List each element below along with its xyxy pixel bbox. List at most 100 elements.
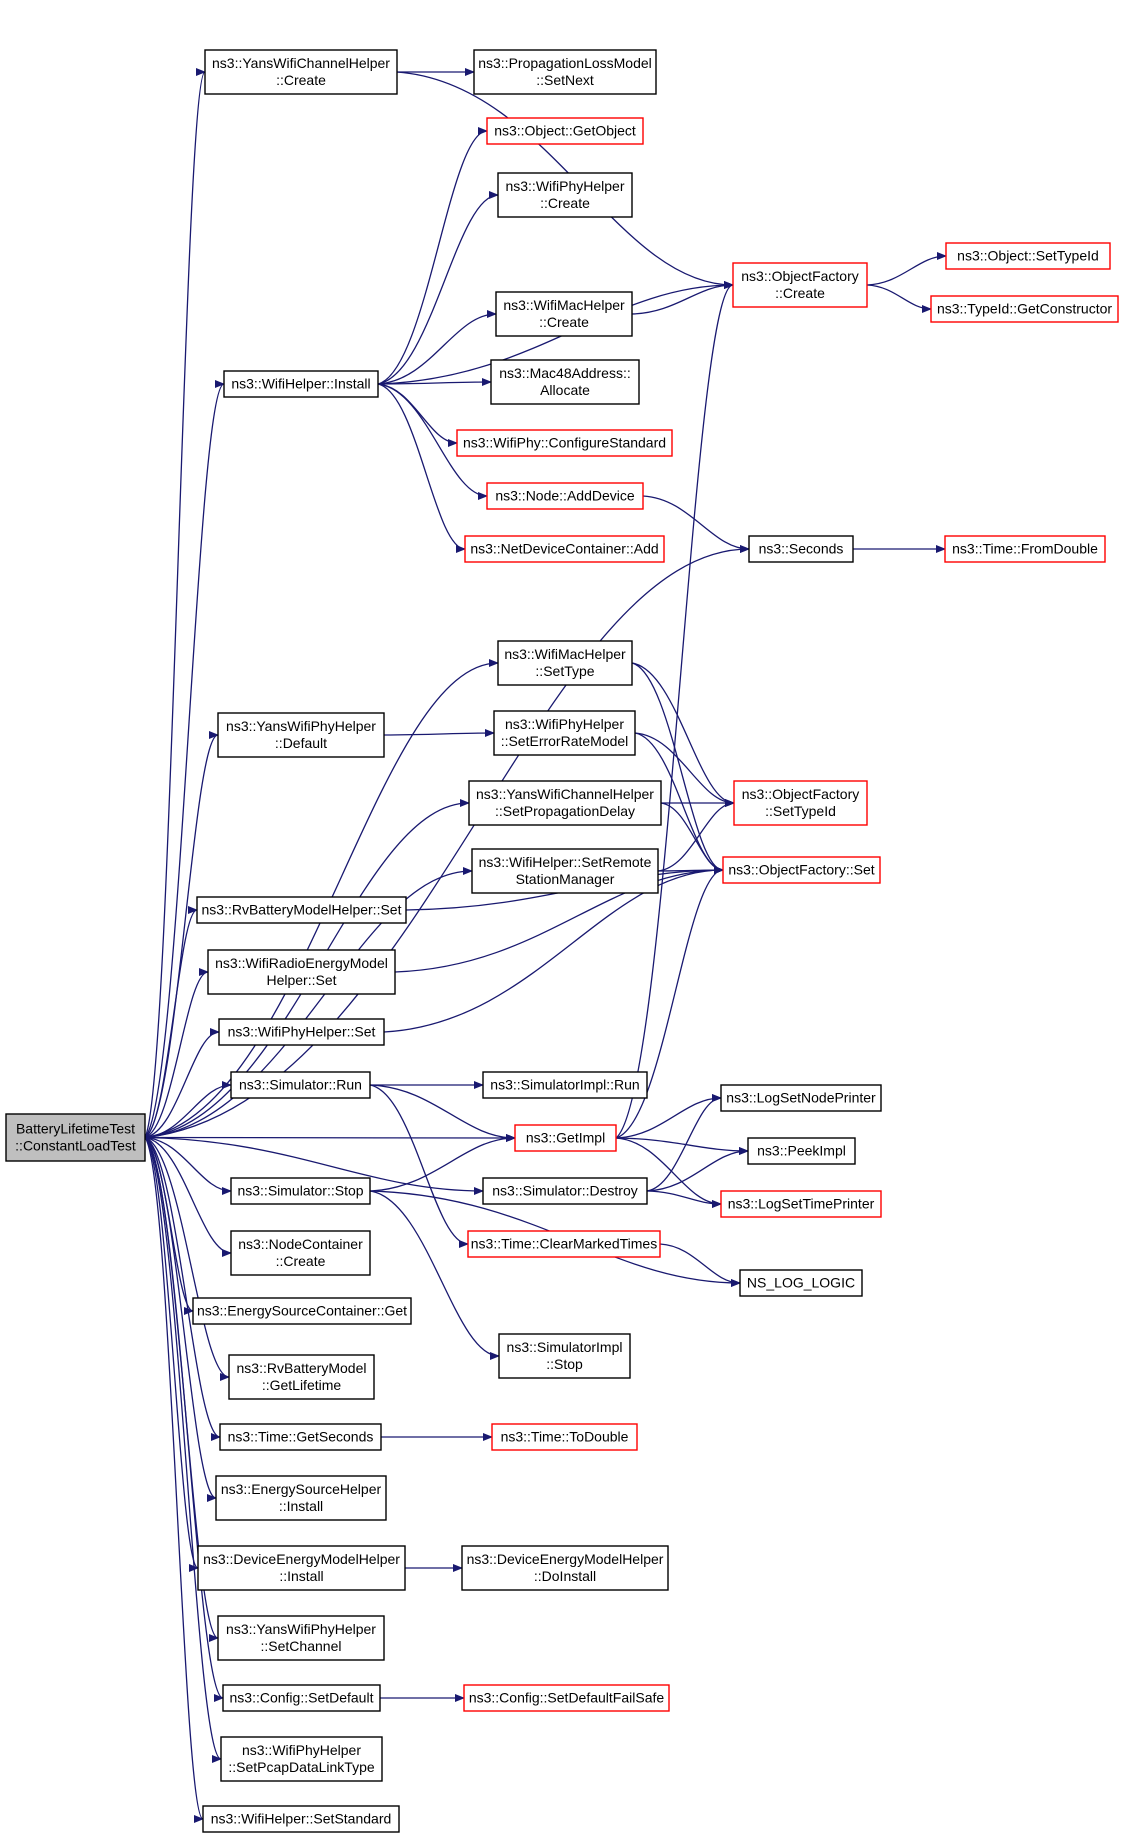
- node-label: ns3::GetImpl: [526, 1130, 605, 1146]
- edge-wifihelper-install-to-netdevicecontainer-add: [377, 383, 466, 553]
- node-object-settypeid[interactable]: ns3::Object::SetTypeId: [945, 242, 1111, 270]
- edge-wifihelper-install-to-mac48address-allocate: [377, 378, 492, 387]
- node-wifimachelper-create[interactable]: ns3::WifiMacHelper::Create: [495, 291, 633, 337]
- node-wifiphyhelper-set[interactable]: ns3::WifiPhyHelper::Set: [218, 1018, 385, 1046]
- node-simulator-stop[interactable]: ns3::Simulator::Stop: [230, 1177, 371, 1205]
- node-ns-log-logic[interactable]: NS_LOG_LOGIC: [739, 1269, 863, 1297]
- edge-root-to-wifihelper-setstandard: [144, 1137, 204, 1823]
- node-label: ns3::Simulator::Run: [239, 1077, 362, 1093]
- node-getimpl[interactable]: ns3::GetImpl: [514, 1124, 617, 1152]
- node-node-adddevice[interactable]: ns3::Node::AddDevice: [486, 482, 644, 510]
- node-rvbatterymodel-getlifetime[interactable]: ns3::RvBatteryModel::GetLifetime: [228, 1354, 375, 1400]
- node-time-getseconds[interactable]: ns3::Time::GetSeconds: [219, 1423, 382, 1451]
- node-label: ns3::YansWifiChannelHelper: [476, 786, 654, 802]
- node-objectfactory-set[interactable]: ns3::ObjectFactory::Set: [722, 856, 881, 884]
- node-label: ns3::Time::ToDouble: [501, 1429, 629, 1445]
- node-label: ns3::WifiMacHelper: [504, 646, 626, 662]
- node-objectfactory-create[interactable]: ns3::ObjectFactory::Create: [732, 262, 868, 308]
- node-label: NS_LOG_LOGIC: [747, 1275, 855, 1291]
- node-object-getobject[interactable]: ns3::Object::GetObject: [486, 117, 644, 145]
- node-config-setdefault[interactable]: ns3::Config::SetDefault: [222, 1684, 381, 1712]
- edge-wifiradioenergymodelhelper-set-to-objectfactory-set: [394, 866, 724, 973]
- node-label: ns3::WifiHelper::SetStandard: [211, 1811, 392, 1827]
- node-simulatorimpl-run[interactable]: ns3::SimulatorImpl::Run: [482, 1071, 648, 1099]
- node-yanswifichannelhelper-create[interactable]: ns3::YansWifiChannelHelper::Create: [204, 49, 398, 95]
- node-label: ns3::YansWifiPhyHelper: [226, 1621, 376, 1637]
- node-box: [739, 1269, 863, 1297]
- nodes-layer: BatteryLifetimeTest::ConstantLoadTestns3…: [5, 49, 1119, 1833]
- node-box: [456, 429, 673, 457]
- node-yanswifichannelhelper-setpropagationdelay[interactable]: ns3::YansWifiChannelHelper::SetPropagati…: [468, 780, 662, 826]
- node-box: [220, 1736, 383, 1782]
- node-objectfactory-settypeid[interactable]: ns3::ObjectFactory::SetTypeId: [733, 780, 868, 826]
- edge-root-to-energysourcehelper-install: [144, 1136, 217, 1502]
- node-box: [204, 49, 398, 95]
- node-time-fromdouble[interactable]: ns3::Time::FromDouble: [944, 535, 1106, 563]
- node-label: ns3::Object::GetObject: [494, 123, 636, 139]
- node-simulator-run[interactable]: ns3::Simulator::Run: [230, 1071, 371, 1099]
- node-seconds[interactable]: ns3::Seconds: [748, 535, 854, 563]
- node-label: ::Create: [539, 314, 589, 330]
- node-label: ::Create: [775, 285, 825, 301]
- node-wifiphyhelper-seterrorratemodel[interactable]: ns3::WifiPhyHelper::SetErrorRateModel: [493, 710, 636, 756]
- node-label: ns3::RvBatteryModel: [237, 1360, 367, 1376]
- node-label: ::SetTypeId: [765, 803, 836, 819]
- node-root[interactable]: BatteryLifetimeTest::ConstantLoadTest: [5, 1113, 146, 1162]
- node-label: ::SetErrorRateModel: [501, 733, 629, 749]
- edge-getimpl-to-peekimpl: [615, 1137, 749, 1155]
- node-label: ns3::Time::FromDouble: [952, 541, 1098, 557]
- node-energysourcehelper-install[interactable]: ns3::EnergySourceHelper::Install: [215, 1475, 387, 1521]
- node-label: ns3::WifiHelper::Install: [231, 376, 370, 392]
- node-deviceenergymodelhelper-install[interactable]: ns3::DeviceEnergyModelHelper::Install: [197, 1545, 406, 1591]
- node-box: [486, 482, 644, 510]
- edge-root-to-getimpl: [144, 1133, 516, 1142]
- node-label: ns3::WifiPhyHelper::Set: [228, 1024, 376, 1040]
- node-peekimpl[interactable]: ns3::PeekImpl: [747, 1137, 856, 1165]
- node-yanswifiphyhelper-default[interactable]: ns3::YansWifiPhyHelper::Default: [217, 712, 385, 758]
- node-propagationlossmodel-setnext[interactable]: ns3::PropagationLossModel::SetNext: [473, 49, 657, 95]
- node-label: ::SetPropagationDelay: [495, 803, 635, 819]
- node-label: ns3::WifiMacHelper: [503, 297, 625, 313]
- node-time-todouble[interactable]: ns3::Time::ToDouble: [491, 1423, 638, 1451]
- node-mac48address-allocate[interactable]: ns3::Mac48Address::Allocate: [490, 359, 640, 405]
- node-simulatorimpl-stop[interactable]: ns3::SimulatorImpl::Stop: [498, 1333, 631, 1379]
- node-label: ns3::ObjectFactory: [741, 268, 859, 284]
- node-wifimachelper-settype[interactable]: ns3::WifiMacHelper::SetType: [497, 640, 633, 686]
- node-box: [217, 1615, 385, 1661]
- node-deviceenergymodelhelper-doinstall[interactable]: ns3::DeviceEnergyModelHelper::DoInstall: [461, 1545, 669, 1591]
- node-label: ns3::Config::SetDefaultFailSafe: [469, 1690, 665, 1706]
- node-nodecontainer-create[interactable]: ns3::NodeContainer::Create: [230, 1230, 371, 1276]
- edge-simulator-run-to-time-clearmarkedtimes: [369, 1084, 469, 1248]
- node-wifiphyhelper-create[interactable]: ns3::WifiPhyHelper::Create: [497, 172, 633, 218]
- node-box: [495, 291, 633, 337]
- node-wifihelper-setstandard[interactable]: ns3::WifiHelper::SetStandard: [202, 1805, 400, 1833]
- edge-root-to-simulator-stop: [144, 1136, 232, 1195]
- node-time-clearmarkedtimes[interactable]: ns3::Time::ClearMarkedTimes: [467, 1230, 661, 1258]
- node-energysourcecontainer-get[interactable]: ns3::EnergySourceContainer::Get: [192, 1297, 412, 1325]
- node-logsetnodeprinter[interactable]: ns3::LogSetNodePrinter: [720, 1084, 882, 1112]
- node-netdevicecontainer-add[interactable]: ns3::NetDeviceContainer::Add: [464, 535, 665, 563]
- node-simulator-destroy[interactable]: ns3::Simulator::Destroy: [482, 1177, 648, 1205]
- node-label: ns3::Mac48Address::: [499, 365, 631, 381]
- node-config-setdefaultfailsafe[interactable]: ns3::Config::SetDefaultFailSafe: [463, 1684, 670, 1712]
- node-yanswifiphyhelper-setchannel[interactable]: ns3::YansWifiPhyHelper::SetChannel: [217, 1615, 385, 1661]
- edge-wifihelper-install-to-object-getobject: [377, 127, 488, 385]
- node-box: [490, 359, 640, 405]
- node-wifiphy-configurestandard[interactable]: ns3::WifiPhy::ConfigureStandard: [456, 429, 673, 457]
- node-wifiphyhelper-setpcapdatalinktype[interactable]: ns3::WifiPhyHelper::SetPcapDataLinkType: [220, 1736, 383, 1782]
- node-label: BatteryLifetimeTest: [16, 1121, 135, 1137]
- edge-getimpl-to-logsetnodeprinter: [615, 1094, 722, 1139]
- edge-wifihelper-install-to-wifimachelper-create: [377, 310, 497, 385]
- node-logsettimeprinter[interactable]: ns3::LogSetTimePrinter: [720, 1190, 882, 1218]
- edge-wifihelper-install-to-wifiphyhelper-create: [377, 191, 499, 385]
- node-box: [473, 49, 657, 95]
- node-box: [222, 1684, 381, 1712]
- node-box: [467, 1230, 661, 1258]
- node-box: [732, 262, 868, 308]
- node-wifihelper-install[interactable]: ns3::WifiHelper::Install: [223, 370, 379, 398]
- node-typeid-getconstructor[interactable]: ns3::TypeId::GetConstructor: [930, 295, 1119, 323]
- node-rvbatterymodelhelper-set[interactable]: ns3::RvBatteryModelHelper::Set: [196, 896, 407, 924]
- edge-getimpl-to-logsettimeprinter: [615, 1137, 722, 1208]
